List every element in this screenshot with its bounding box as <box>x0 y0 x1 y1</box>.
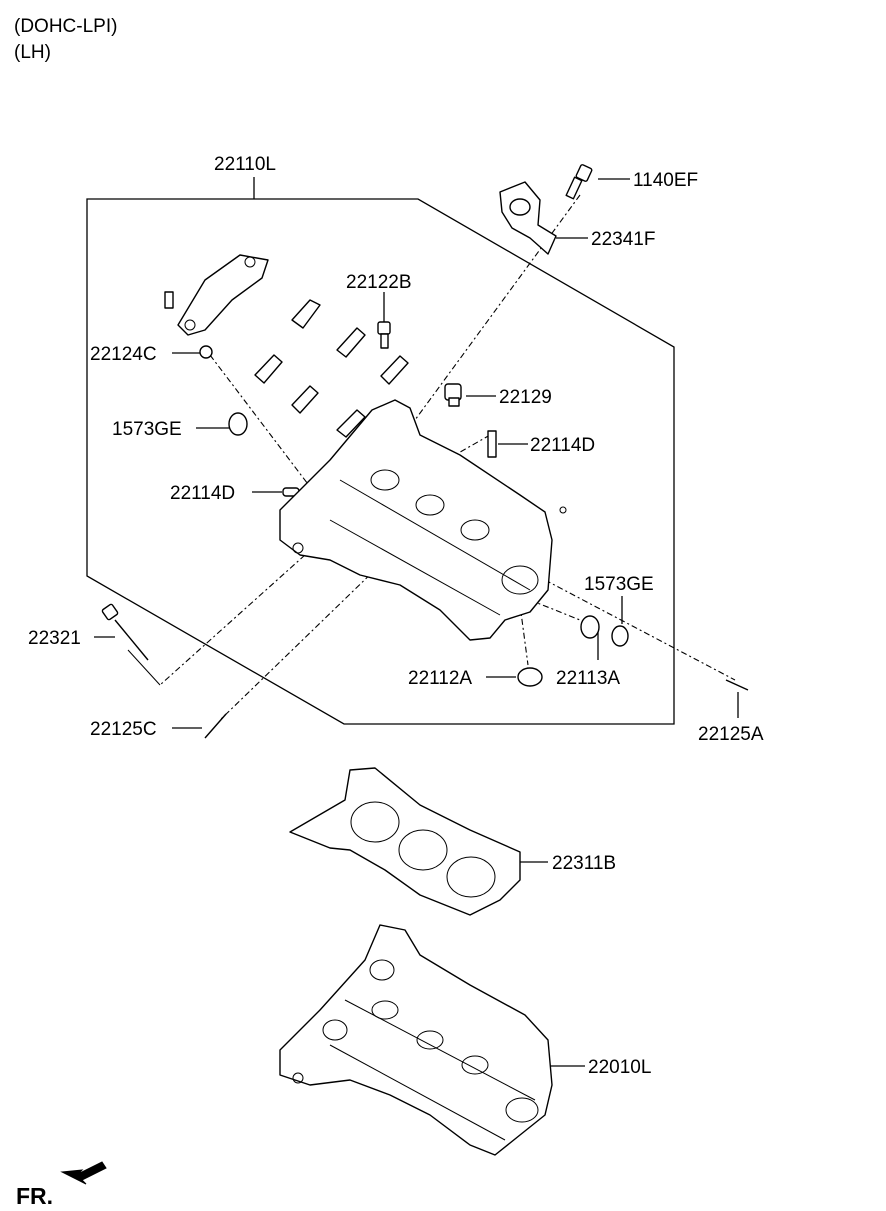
plug-22129 <box>444 383 462 407</box>
assembly-boundary <box>86 198 675 725</box>
label-22010L: 22010L <box>588 1057 651 1078</box>
label-22125C: 22125C <box>90 719 157 740</box>
stud-22125C <box>204 713 227 739</box>
plug-1573GE-right <box>611 625 629 647</box>
label-1573GE-left: 1573GE <box>112 419 182 440</box>
label-22129: 22129 <box>499 387 552 408</box>
head-gasket-22311B <box>289 767 521 916</box>
label-1573GE-right: 1573GE <box>584 574 654 595</box>
plug-1573GE-left <box>228 412 248 436</box>
bolt-1140EF <box>565 164 593 200</box>
label-22311B: 22311B <box>552 853 616 874</box>
label-22114D-left: 22114D <box>170 483 235 504</box>
label-22112A: 22112A <box>408 668 472 689</box>
label-1140EF: 1140EF <box>633 170 698 191</box>
engine-type-label: (DOHC-LPI) <box>14 16 118 37</box>
bolt-22122B <box>377 321 391 349</box>
label-22122B: 22122B <box>346 272 412 293</box>
label-22124C: 22124C <box>90 344 157 365</box>
cam-caps <box>254 299 409 438</box>
oring-22112A <box>517 667 543 687</box>
label-22341F: 22341F <box>591 229 655 250</box>
cylinder-head-upper <box>279 399 567 641</box>
dowel-22124C <box>199 345 213 359</box>
cam-bearing-bridge <box>164 254 269 336</box>
side-label: (LH) <box>14 42 51 63</box>
pin-22114D-right <box>487 430 497 458</box>
label-22113A: 22113A <box>556 668 620 689</box>
front-label: FR. <box>16 1183 53 1209</box>
dashed-centerlines <box>127 194 736 721</box>
leader-lines <box>94 178 739 1067</box>
cylinder-head-22010L <box>279 924 553 1156</box>
oring-22113A <box>580 615 600 639</box>
label-22110L: 22110L <box>214 154 276 175</box>
bracket-22341F <box>499 181 557 255</box>
label-22114D-right: 22114D <box>530 435 595 456</box>
label-22125A: 22125A <box>698 724 764 745</box>
bolt-22321 <box>101 603 149 661</box>
stud-22125A <box>725 679 749 691</box>
label-22321: 22321 <box>28 628 81 649</box>
front-arrow-icon <box>60 1161 107 1185</box>
